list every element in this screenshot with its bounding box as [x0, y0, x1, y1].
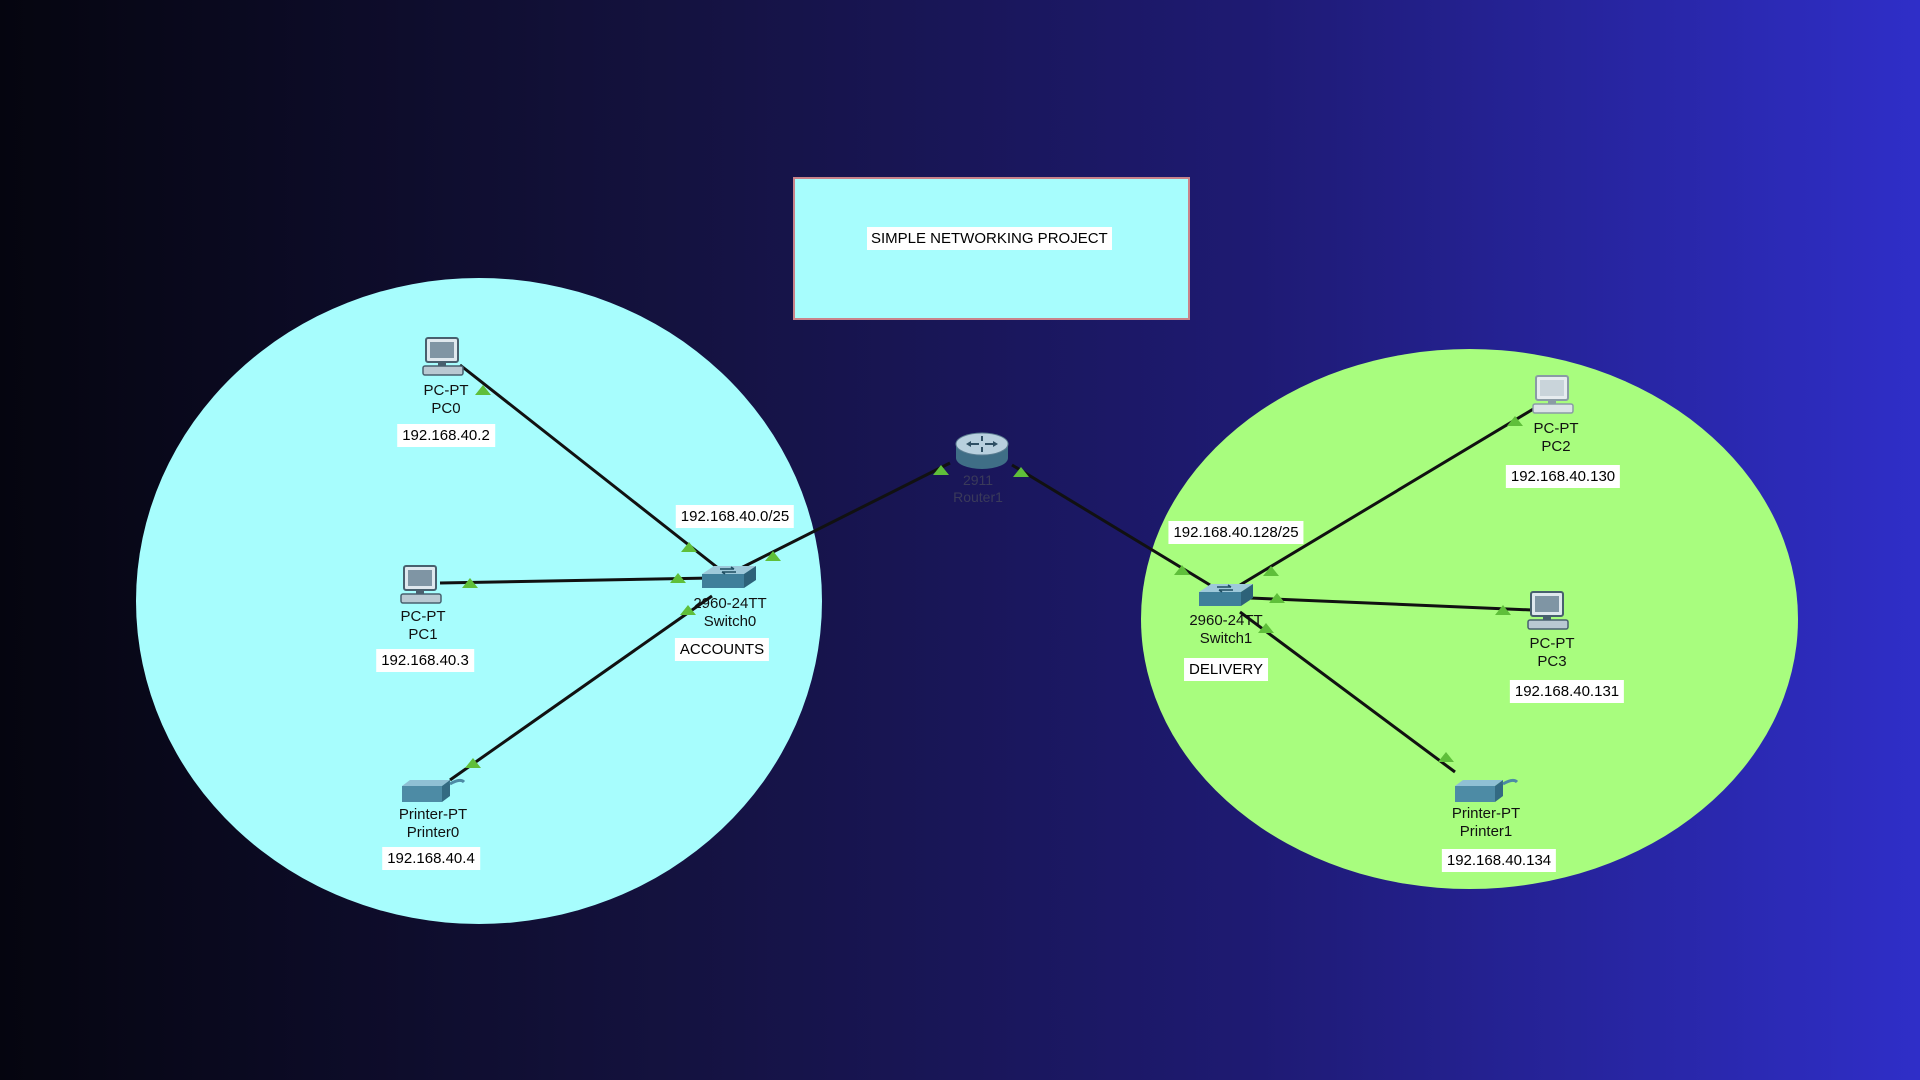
port-indicator: [1495, 605, 1511, 615]
port-indicator: [1258, 623, 1274, 633]
port-indicator: [1269, 593, 1285, 603]
port-indicator: [670, 573, 686, 583]
printer0-ip: 192.168.40.4: [382, 847, 480, 870]
port-indicator: [1013, 467, 1029, 477]
pc3-name: PC3: [1537, 653, 1567, 670]
router-model: 2911: [962, 472, 994, 488]
pc0-label: PC-PT PC0: [424, 382, 469, 418]
pc0-ip: 192.168.40.2: [397, 424, 495, 447]
switch0-label: 2960-24TT Switch0: [693, 595, 766, 631]
router-label: 2911 Router1: [953, 472, 1003, 506]
accounts-zone-label: ACCOUNTS: [674, 638, 770, 661]
port-indicator: [1507, 416, 1523, 426]
port-indicator: [465, 758, 481, 768]
printer0-model: Printer-PT: [398, 806, 468, 823]
link-switch1-pc2: [1239, 403, 1541, 587]
pc3-label: PC-PT PC3: [1530, 635, 1575, 671]
switch1-model: 2960-24TT: [1189, 612, 1263, 629]
link-router-switch1: [1011, 463, 1211, 587]
pc-icon[interactable]: [398, 564, 444, 606]
port-indicator: [1438, 752, 1454, 762]
title-box: SIMPLE NETWORKING PROJECT: [793, 177, 1190, 320]
pc0-name: PC0: [431, 400, 461, 417]
link-pc1-switch0: [439, 576, 713, 585]
link-printer0-switch0: [449, 594, 713, 782]
printer-icon[interactable]: [1451, 776, 1519, 806]
switch0-name: Switch0: [703, 613, 757, 630]
pc0-model: PC-PT: [423, 382, 469, 399]
printer0-label: Printer-PT Printer0: [399, 806, 467, 842]
switch1-label: 2960-24TT Switch1: [1189, 612, 1262, 648]
port-indicator: [1174, 565, 1190, 575]
pc1-model: PC-PT: [400, 608, 446, 625]
port-indicator: [1263, 566, 1279, 576]
port-indicator: [933, 465, 949, 475]
switch-icon[interactable]: [698, 564, 760, 594]
link-switch1-printer1: [1239, 610, 1456, 774]
pc2-model: PC-PT: [1533, 420, 1579, 437]
printer1-name: Printer1: [1459, 823, 1513, 840]
pc3-model: PC-PT: [1529, 635, 1575, 652]
accounts-zone: [136, 278, 822, 924]
link-pc0-switch0: [459, 363, 719, 570]
pc3-ip: 192.168.40.131: [1509, 680, 1625, 703]
pc-icon[interactable]: [1525, 590, 1571, 632]
switch0-model: 2960-24TT: [693, 595, 767, 612]
pc-icon[interactable]: [420, 336, 466, 378]
switch-icon[interactable]: [1195, 582, 1257, 612]
delivery-zone-label: DELIVERY: [1184, 658, 1268, 681]
router-name: Router1: [953, 489, 1003, 505]
link-switch1-pc3: [1249, 596, 1533, 612]
switch1-name: Switch1: [1199, 630, 1253, 647]
pc2-name: PC2: [1541, 438, 1571, 455]
pc2-label: PC-PT PC2: [1534, 420, 1579, 456]
printer1-ip: 192.168.40.134: [1441, 849, 1557, 872]
accounts-subnet-label: 192.168.40.0/25: [675, 505, 795, 528]
port-indicator: [462, 578, 478, 588]
pc-icon[interactable]: [1530, 374, 1576, 416]
diagram-title: SIMPLE NETWORKING PROJECT: [867, 227, 1112, 250]
router-icon[interactable]: [950, 430, 1014, 472]
pc2-ip: 192.168.40.130: [1505, 465, 1621, 488]
delivery-subnet-label: 192.168.40.128/25: [1168, 521, 1304, 544]
port-indicator: [475, 385, 491, 395]
pc1-name: PC1: [408, 626, 438, 643]
port-indicator: [680, 605, 696, 615]
printer1-model: Printer-PT: [1451, 805, 1521, 822]
printer-icon[interactable]: [398, 776, 466, 806]
link-switch0-router: [734, 461, 951, 573]
printer0-name: Printer0: [406, 824, 460, 841]
port-indicator: [765, 551, 781, 561]
pc1-label: PC-PT PC1: [401, 608, 446, 644]
port-indicator: [681, 542, 697, 552]
printer1-label: Printer-PT Printer1: [1452, 805, 1520, 841]
pc1-ip: 192.168.40.3: [376, 649, 474, 672]
